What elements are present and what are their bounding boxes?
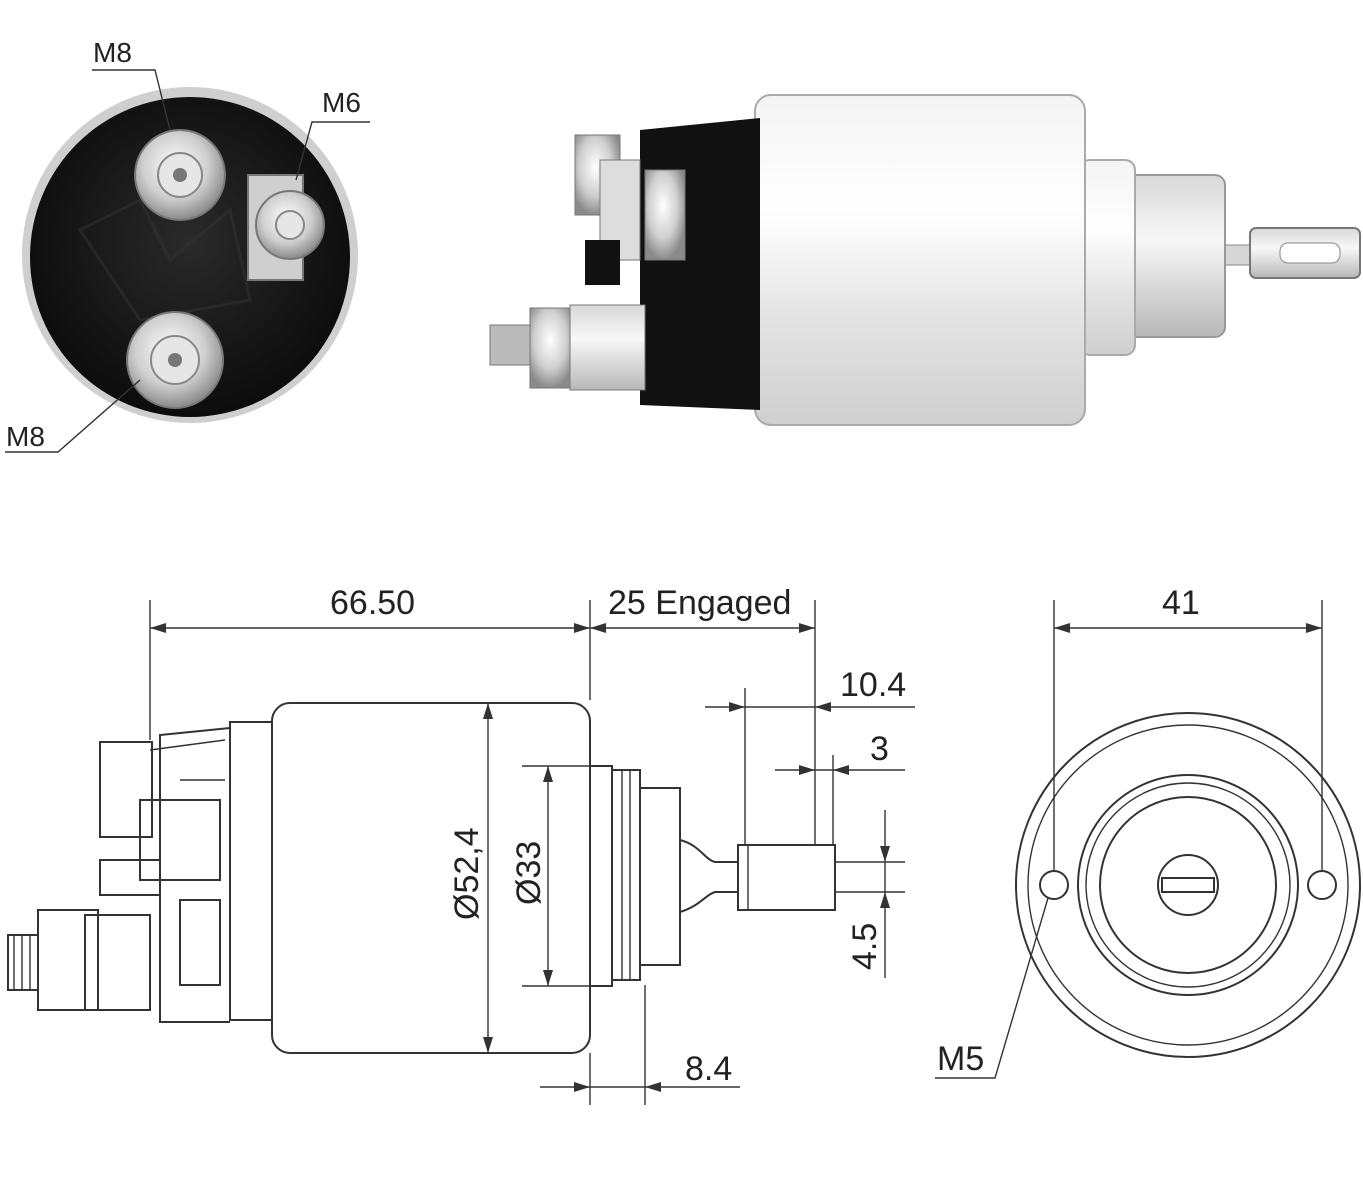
terminal-bottom-m8 (126, 311, 224, 409)
dim-body-diameter: Ø52,4 (448, 703, 493, 1053)
dim-length: 66.50 (149, 584, 591, 740)
dim-inner-diameter: Ø33 (510, 765, 612, 987)
dim-4-5: 4.5 (835, 810, 905, 978)
black-cap (640, 118, 760, 410)
dim-inner-diameter-value: Ø33 (510, 841, 548, 905)
dim-10-4: 10.4 (705, 666, 915, 845)
dim-engaged-value: 25 Engaged (608, 584, 791, 622)
terminal-top-m8 (134, 129, 226, 221)
mount-hole-left (1039, 870, 1069, 900)
dim-8-4-value: 8.4 (685, 1050, 732, 1088)
solenoid-body (754, 94, 1086, 426)
dim-10-4-value: 10.4 (840, 666, 906, 704)
terminal-right-m6 (247, 174, 325, 281)
body-outline (271, 702, 591, 1054)
drawing-end-view: 41 M5 (935, 584, 1361, 1079)
drawing-side-view: 66.50 25 Engaged 10.4 3 (7, 584, 915, 1105)
dim-width-value: 41 (1162, 584, 1200, 622)
dim-engaged: 25 Engaged (590, 584, 816, 845)
mount-hole-right (1307, 870, 1337, 900)
dim-4-5-value: 4.5 (846, 923, 884, 970)
dim-length-value: 66.50 (330, 584, 415, 622)
plunger-eyelet-outline (737, 844, 836, 911)
label-m6: M6 (322, 87, 361, 118)
photo-side-view (489, 94, 1361, 426)
dim-3: 3 (775, 730, 905, 845)
cap-watermark (77, 197, 252, 322)
photo-end-view: M8 M6 M8 (5, 37, 370, 453)
dim-body-diameter-value: Ø52,4 (448, 827, 486, 920)
dim-3-value: 3 (870, 730, 889, 768)
dim-8-4: 8.4 (540, 985, 740, 1105)
label-m8-top: M8 (93, 37, 132, 68)
plunger-sleeve (1124, 174, 1226, 338)
label-m5: M5 (937, 1040, 984, 1078)
label-m8-bottom: M8 (6, 421, 45, 452)
